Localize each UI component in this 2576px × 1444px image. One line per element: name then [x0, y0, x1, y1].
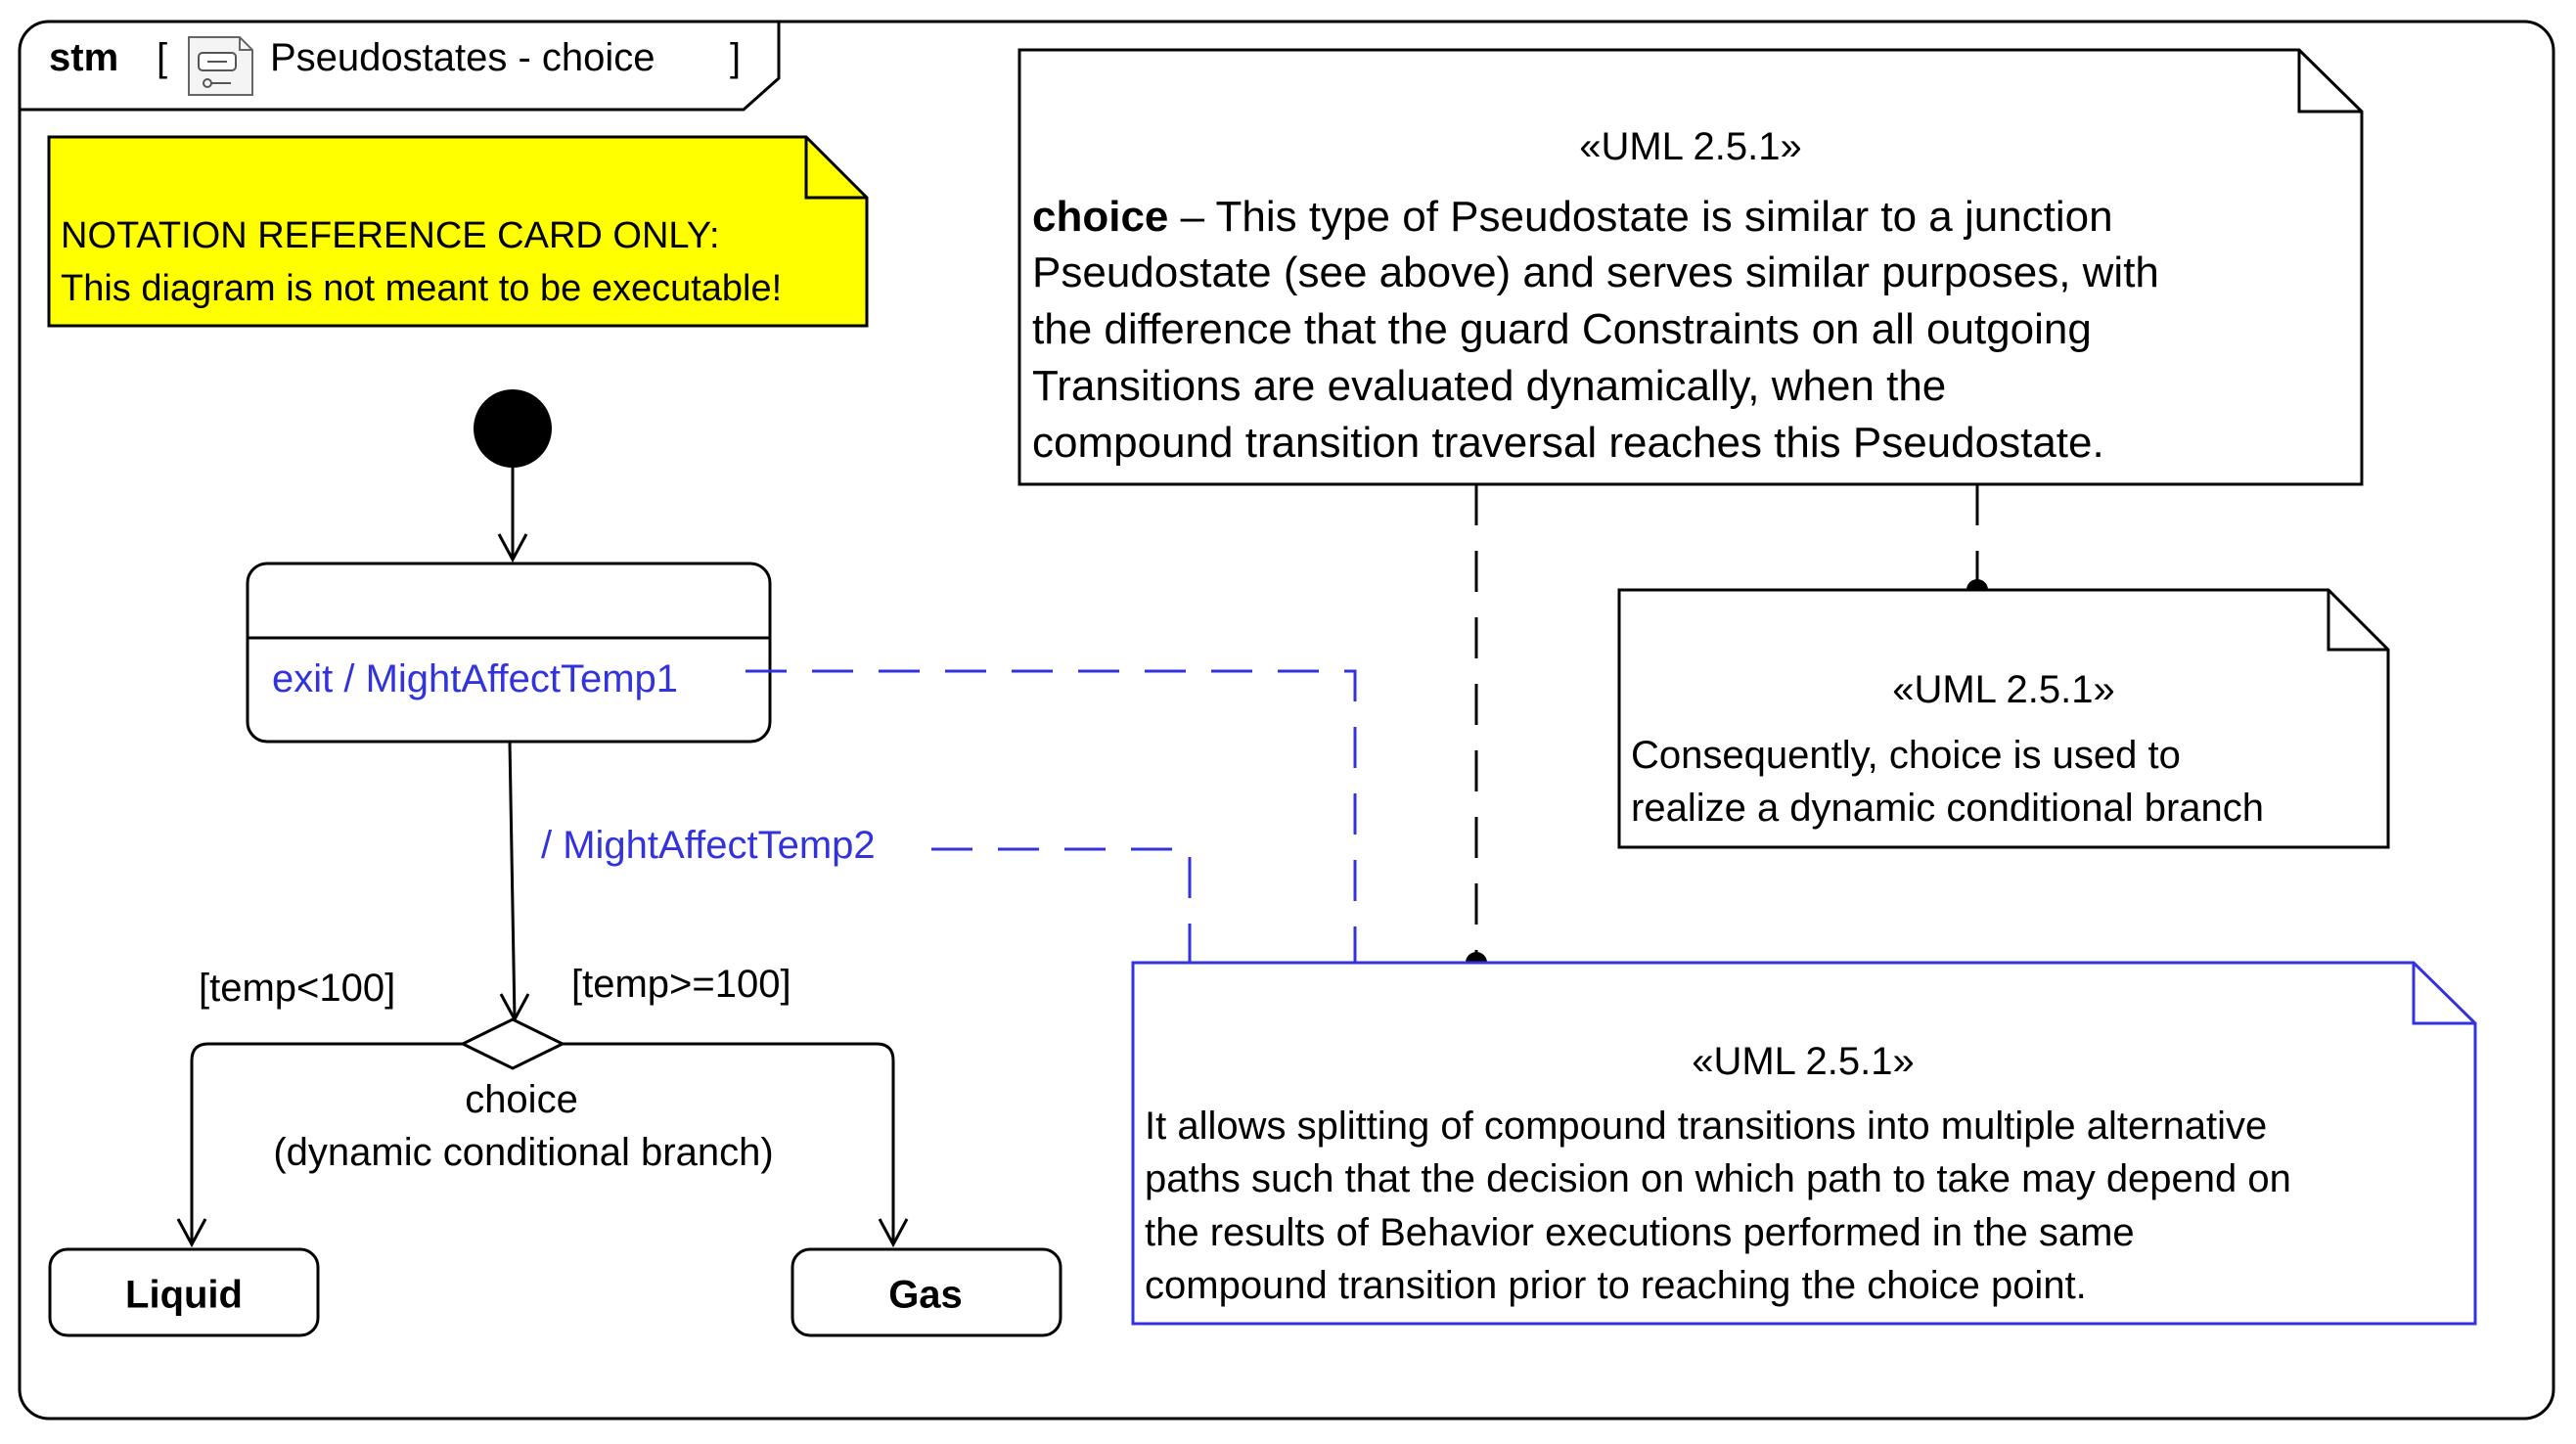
state-liquid[interactable] — [48, 1247, 320, 1337]
state-machine-icon — [188, 36, 253, 96]
state-liquid-label: Liquid — [125, 1274, 243, 1317]
state-node[interactable] — [246, 562, 772, 744]
initial-transition-arrowhead — [497, 533, 528, 564]
notation-note-fold — [804, 137, 867, 200]
note-main-line1: choice – This type of Pseudostate is sim… — [1032, 193, 2113, 241]
note-right-stereotype: «UML 2.5.1» — [1892, 668, 2115, 711]
state-to-choice-transition[interactable] — [508, 741, 517, 1020]
frame-bracket-close: ] — [730, 36, 741, 79]
note-right-fold — [2327, 590, 2388, 652]
note-main — [1017, 48, 2364, 486]
note-main-stereotype: «UML 2.5.1» — [1579, 125, 1802, 168]
exit-behavior-anchor — [746, 669, 1357, 964]
note-blue-line3: the results of Behavior executions perfo… — [1145, 1211, 2135, 1254]
note-right-line2: realize a dynamic conditional branch — [1631, 787, 2264, 830]
note-main-line1-rest: – This type of Pseudostate is similar to… — [1168, 193, 2112, 241]
note-blue — [1131, 961, 2477, 1326]
note-main-line3: the difference that the guard Constraint… — [1032, 305, 2092, 353]
note-main-fold — [2297, 50, 2362, 113]
note-blue-line2: paths such that the decision on which pa… — [1145, 1157, 2291, 1200]
choice-to-gas-transition[interactable] — [563, 1042, 895, 1244]
frame-header — [20, 22, 781, 112]
note-blue-stereotype: «UML 2.5.1» — [1692, 1040, 1915, 1083]
initial-pseudostate[interactable] — [474, 389, 552, 468]
notation-note-line2: This diagram is not meant to be executab… — [61, 268, 782, 309]
state-exit-behavior[interactable]: exit / MightAffectTemp1 — [272, 657, 678, 700]
frame-kind: stm — [49, 36, 118, 79]
state-gas-label: Gas — [888, 1274, 963, 1317]
note-right — [1617, 588, 2390, 849]
guard-right[interactable]: [temp>=100] — [571, 963, 791, 1006]
note-main-bold-word: choice — [1032, 193, 1168, 241]
choice-pseudostate[interactable] — [459, 1017, 566, 1070]
guard-left[interactable]: [temp<100] — [199, 967, 395, 1010]
note-right-line1: Consequently, choice is used to — [1631, 734, 2181, 777]
choice-to-gas-arrowhead — [878, 1218, 909, 1248]
transition-effect-label[interactable]: / MightAffectTemp2 — [541, 824, 876, 867]
effect-anchor — [931, 847, 1192, 964]
frame-bracket-open: [ — [157, 36, 167, 79]
choice-label-line1: choice — [465, 1078, 578, 1121]
notation-note — [47, 135, 869, 328]
note-main-line4: Transitions are evaluated dynamically, w… — [1032, 362, 1946, 410]
notation-note-line1: NOTATION REFERENCE CARD ONLY: — [61, 215, 720, 256]
choice-to-liquid-transition[interactable] — [190, 1042, 463, 1244]
note-blue-fold — [2412, 963, 2475, 1025]
note-blue-line1: It allows splitting of compound transiti… — [1145, 1105, 2267, 1148]
state-gas[interactable] — [791, 1247, 1062, 1337]
note-blue-line4: compound transition prior to reaching th… — [1145, 1264, 2087, 1307]
frame-name: Pseudostates - choice — [270, 36, 655, 79]
choice-label-line2: (dynamic conditional branch) — [273, 1131, 773, 1174]
choice-to-liquid-arrowhead — [176, 1218, 207, 1248]
note-main-line5: compound transition traversal reaches th… — [1032, 419, 2104, 467]
note-main-line2: Pseudostate (see above) and serves simil… — [1032, 248, 2159, 296]
